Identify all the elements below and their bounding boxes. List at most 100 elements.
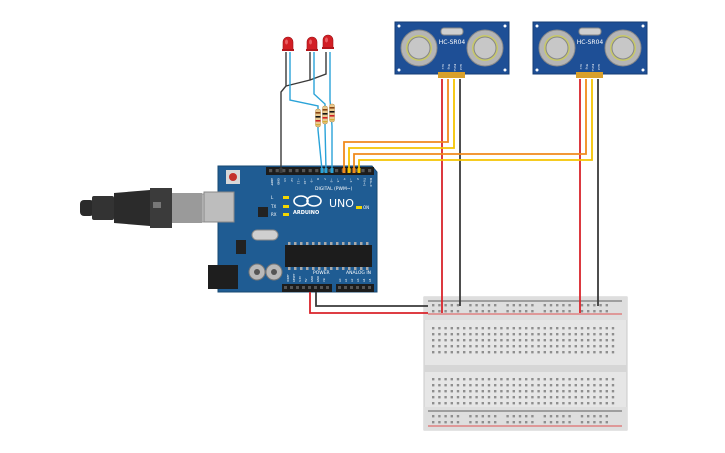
wire-sensor2-trig: [353, 79, 587, 170]
pin-trig: Trig: [447, 63, 451, 69]
analog-header: [336, 284, 374, 292]
pin-hole: [335, 169, 339, 173]
analog-pin-label: A4: [362, 278, 366, 282]
pin-vcc: Vcc: [441, 64, 445, 70]
pin-hole: [295, 169, 299, 173]
digital-pin-label: ~5: [336, 178, 340, 183]
power-pin-label: 5V: [304, 278, 308, 282]
power-pin-label: GND: [316, 276, 320, 282]
analog-pin-label: A5: [368, 278, 372, 282]
resistor: [315, 108, 321, 128]
digital-pin-label: ~6: [329, 178, 333, 183]
pin-hole: [350, 286, 353, 289]
pin-hole: [315, 169, 319, 173]
pin-hole: [275, 169, 279, 173]
breadboard: [423, 296, 628, 431]
analog-label: ANALOG IN: [346, 270, 371, 276]
pin-hole: [296, 286, 299, 289]
pin-hole: [308, 286, 311, 289]
pin-hole: [354, 169, 358, 173]
l-led-label: L: [271, 195, 274, 200]
power-label: POWER: [313, 270, 330, 276]
pin-hole: [368, 286, 371, 289]
usb-chip: [258, 207, 268, 217]
usb-cable: [80, 188, 225, 228]
tx-label: TX: [270, 204, 276, 209]
power-pin-label: 3.3V: [298, 276, 302, 282]
on-label: ON: [363, 205, 369, 210]
wire-end: [320, 168, 324, 173]
pin-hole: [302, 169, 306, 173]
sensor-pin-labels: Vcc Trig Echo Gnd: [441, 63, 463, 71]
wire-end: [352, 168, 356, 173]
digital-header: [266, 167, 374, 175]
digital-label: DIGITAL (PWM~): [315, 186, 353, 192]
pin-hole: [362, 286, 365, 289]
digital-pin-label: RX←0: [369, 178, 373, 187]
pin-hole: [282, 169, 286, 173]
wire-gnd-board: [315, 292, 428, 307]
digital-pin-label: TX→1: [362, 177, 366, 186]
wire-end: [347, 168, 351, 173]
digital-header-wire-ends: [279, 168, 361, 173]
led-red: [306, 36, 318, 51]
chip-pins: [288, 242, 369, 270]
pin-trig: Trig: [585, 63, 589, 69]
atmega-chip: [285, 245, 372, 267]
pin-hole: [290, 286, 293, 289]
pin-echo: Echo: [591, 64, 595, 71]
pin-hole: [356, 286, 359, 289]
pin-vcc: Vcc: [579, 64, 583, 70]
digital-pin-label: ~3: [349, 178, 353, 183]
wire-5v: [309, 292, 428, 314]
pin-hole: [269, 169, 273, 173]
pin-hole: [308, 169, 312, 173]
regulator: [236, 240, 246, 254]
pin-gnd: Gnd: [597, 64, 601, 70]
analog-pin-label: A0: [338, 278, 342, 282]
pin-hole: [284, 286, 287, 289]
wire-led1: [289, 52, 323, 171]
power-pin-label: IOREF: [286, 274, 290, 282]
wire-led-gnd-bus-2: [309, 52, 327, 81]
digital-pin-label: 2: [356, 178, 360, 180]
digital-pin-label: ~9: [310, 178, 314, 183]
resistors: [315, 103, 335, 128]
breadboard-holes: [432, 304, 615, 424]
pin-hole: [320, 286, 323, 289]
digital-pin-label: 7: [323, 178, 327, 180]
pin-hole: [314, 286, 317, 289]
pin-hole: [344, 286, 347, 289]
usb-jack: [203, 191, 235, 223]
brand-label: ARDUINO: [293, 210, 319, 216]
led-red: [322, 34, 334, 49]
pin-hole: [288, 169, 292, 173]
power-header: [282, 284, 332, 292]
sensor-model-label: HC-SR04: [439, 39, 466, 46]
rx-label: RX: [271, 212, 277, 217]
power-pin-label: RESET: [292, 273, 296, 282]
led-red: [282, 36, 294, 51]
power-jack: [208, 265, 238, 289]
digital-pin-label: ~11: [296, 178, 300, 184]
digital-pin-label: AREF: [270, 178, 274, 186]
sensor-pin-labels: Vcc Trig Echo Gnd: [579, 63, 601, 71]
resistor: [322, 105, 328, 125]
wire-end: [357, 168, 361, 173]
wire-sensor1-echo: [348, 79, 455, 170]
power-pin-label: Vin: [322, 278, 326, 282]
ultrasonic-sensor-1: HC-SR04 Vcc Trig Echo Gnd: [394, 21, 510, 78]
pin-gnd: Gnd: [459, 64, 463, 70]
analog-pin-label: A3: [356, 278, 360, 282]
digital-pin-label: 13: [283, 178, 287, 182]
ultrasonic-sensor-2: HC-SR04 Vcc Trig Echo Gnd: [532, 21, 648, 78]
wire-end: [342, 168, 346, 173]
sensor-model-label: HC-SR04: [577, 39, 604, 46]
pin-hole: [338, 286, 341, 289]
bottom-pin-holes: [284, 286, 371, 289]
model-label: UNO: [329, 197, 354, 210]
wire-end: [324, 168, 328, 173]
power-pin-label: GND: [310, 276, 314, 282]
